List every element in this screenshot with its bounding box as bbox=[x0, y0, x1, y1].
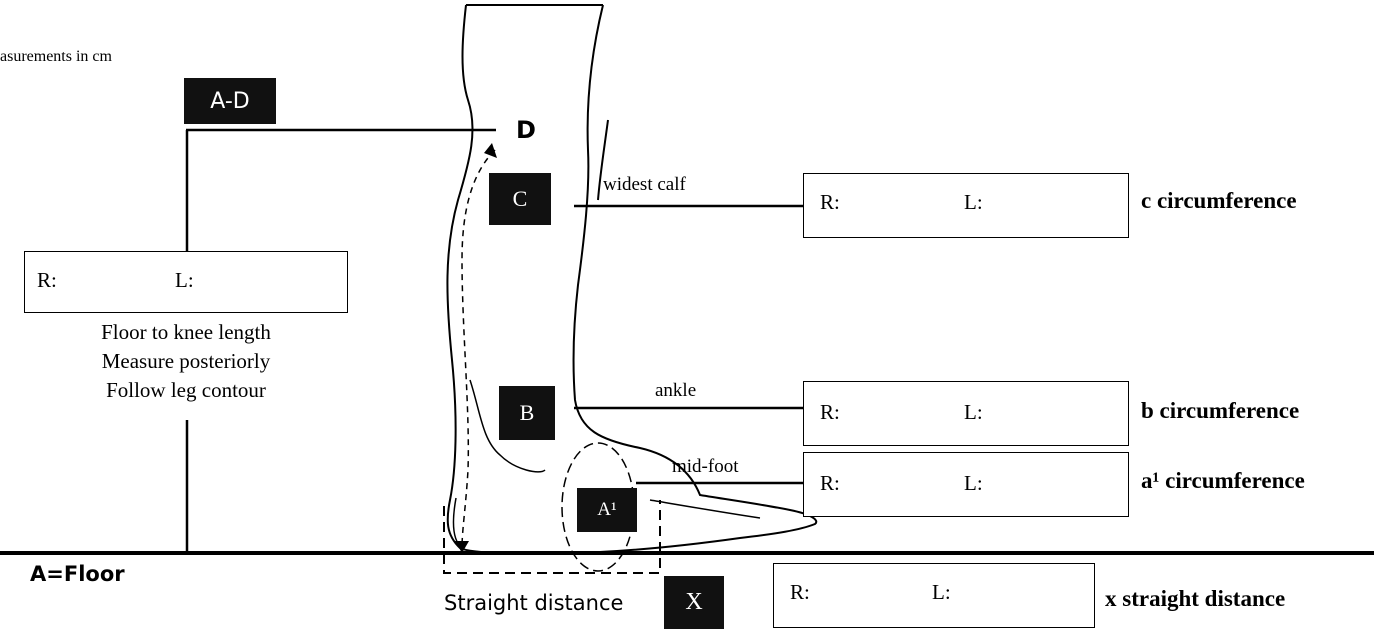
marker-a1: A¹ bbox=[577, 488, 637, 532]
b-circumference-label: b circumference bbox=[1141, 398, 1299, 424]
c-circumference-box[interactable]: R: L: bbox=[803, 173, 1129, 238]
ankle-label: ankle bbox=[655, 380, 696, 402]
left-field-label: L: bbox=[964, 190, 983, 215]
leg-back-outline bbox=[447, 5, 816, 554]
a1-circumference-box[interactable]: R: L: bbox=[803, 452, 1129, 517]
mid-foot-label: mid-foot bbox=[672, 456, 739, 478]
length-instructions: Floor to knee length Measure posteriorly… bbox=[24, 318, 348, 405]
widest-calf-label: widest calf bbox=[603, 174, 686, 196]
x-straight-distance-box[interactable]: R: L: bbox=[773, 563, 1095, 628]
instruction-line: Measure posteriorly bbox=[24, 347, 348, 376]
left-field-label: L: bbox=[932, 580, 951, 605]
marker-x: X bbox=[664, 576, 724, 629]
units-note: asurements in cm bbox=[0, 48, 112, 66]
right-field-label: R: bbox=[37, 268, 57, 293]
a1-circumference-label: a¹ circumference bbox=[1141, 468, 1305, 494]
marker-c: C bbox=[489, 173, 551, 225]
instruction-line: Floor to knee length bbox=[24, 318, 348, 347]
c-circumference-label: c circumference bbox=[1141, 188, 1297, 214]
right-field-label: R: bbox=[820, 471, 840, 496]
b-circumference-box[interactable]: R: L: bbox=[803, 381, 1129, 446]
right-field-label: R: bbox=[790, 580, 810, 605]
marker-a-d: A-D bbox=[184, 78, 276, 124]
left-field-label: L: bbox=[964, 400, 983, 425]
marker-b: B bbox=[499, 386, 555, 440]
right-field-label: R: bbox=[820, 190, 840, 215]
instruction-line: Follow leg contour bbox=[24, 376, 348, 405]
floor-label: A=Floor bbox=[30, 562, 125, 586]
x-straight-distance-label: x straight distance bbox=[1105, 586, 1285, 612]
straight-distance-label: Straight distance bbox=[444, 591, 623, 615]
length-entry-box[interactable]: R: L: bbox=[24, 251, 348, 313]
right-field-label: R: bbox=[820, 400, 840, 425]
marker-d: D bbox=[516, 116, 536, 144]
left-field-label: L: bbox=[175, 268, 194, 293]
left-field-label: L: bbox=[964, 471, 983, 496]
